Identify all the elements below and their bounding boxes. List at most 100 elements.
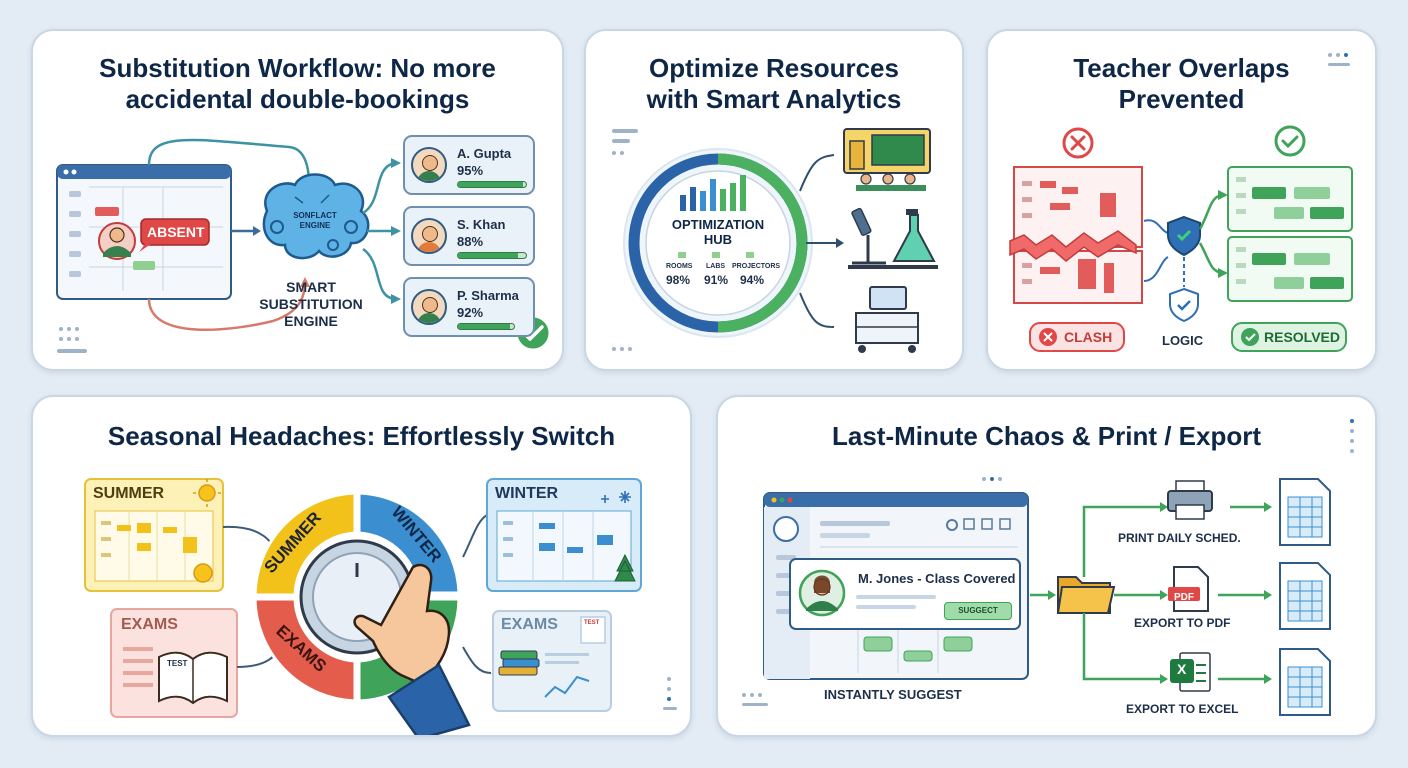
pdf-output-label: EXPORT TO PDF <box>1134 616 1231 630</box>
overlaps-title-line1: Teacher Overlaps <box>1073 53 1290 83</box>
summer-label: SUMMER <box>93 485 165 502</box>
engine-label-line3: ENGINE <box>284 313 338 329</box>
pdf-icon-text: PDF <box>1174 592 1194 603</box>
engine-label-line1: SMART <box>286 279 336 295</box>
logic-label: LOGIC <box>1162 333 1204 348</box>
projector-cart-icon <box>855 286 919 353</box>
summer-schedule-card-icon <box>84 478 224 592</box>
metric-label: PROJECTORS <box>732 263 781 270</box>
sheet-test-label: TEST <box>584 620 600 626</box>
candidate-score: 88% <box>457 234 484 249</box>
candidate-score: 95% <box>457 163 484 178</box>
resolved-schedule-icon <box>1227 166 1353 302</box>
absent-teacher-avatar-icon <box>98 222 136 260</box>
decorative-dots-icon <box>1328 53 1350 66</box>
candidate-score-fill <box>458 253 518 258</box>
print-output-label: PRINT DAILY SCHED. <box>1118 531 1241 545</box>
candidate-name: A. Gupta <box>457 146 512 161</box>
analytics-panel: Optimize Resources with Smart Analytics <box>584 29 964 371</box>
candidate-card[interactable]: S. Khan 88% <box>403 206 535 266</box>
export-panel: Last-Minute Chaos & Print / Export <box>716 395 1377 737</box>
exams-right-label: EXAMS <box>501 616 558 633</box>
seasonal-diagram <box>84 478 677 735</box>
candidate-score-bar <box>457 181 527 188</box>
overlaps-title-line2: Prevented <box>1118 84 1245 114</box>
folder-icon <box>1056 576 1116 614</box>
candidate-score-bar <box>457 323 515 330</box>
metric-value: 94% <box>740 273 765 287</box>
engine-inner-line1: SONFLACT <box>293 211 337 220</box>
excel-file-icon <box>1170 652 1211 692</box>
teacher-avatar-icon <box>798 569 846 617</box>
candidate-score-fill <box>458 324 510 329</box>
substitution-title: Substitution Workflow: No more accidenta… <box>33 53 562 115</box>
overlaps-title: Teacher Overlaps Prevented <box>988 53 1375 115</box>
overlaps-diagram <box>1009 53 1353 352</box>
spreadsheet-file-icon <box>1279 478 1331 546</box>
analytics-title-line1: Optimize Resources <box>649 53 899 83</box>
hand-icon <box>353 563 471 735</box>
engine-label: SMART SUBSTITUTION ENGINE <box>251 279 371 330</box>
decorative-dots-icon <box>663 677 677 710</box>
hub-label: OPTIMIZATION HUB <box>658 217 778 247</box>
suggest-button[interactable]: SUGGECT <box>944 602 1012 620</box>
candidate-name: S. Khan <box>457 217 506 232</box>
teacher-avatar-icon <box>411 147 447 183</box>
decorative-lines-icon <box>612 129 638 351</box>
candidate-card[interactable]: P. Sharma 92% <box>403 277 535 337</box>
book-test-label: TEST <box>167 659 188 668</box>
engine-inner-line2: ENGINE <box>299 221 331 230</box>
absent-label: ABSENT <box>147 224 205 240</box>
clashing-schedule-icon <box>1009 166 1143 304</box>
metric-label: ROOMS <box>666 263 693 270</box>
teacher-avatar-icon <box>411 289 447 325</box>
lab-microscope-icon <box>848 207 938 269</box>
candidate-score: 92% <box>457 305 484 320</box>
winter-label: WINTER <box>495 485 559 502</box>
exams-book-card-icon <box>110 608 238 718</box>
exams-left-label: EXAMS <box>121 616 178 633</box>
spreadsheet-file-icon <box>1279 562 1331 630</box>
metric-value: 98% <box>666 273 691 287</box>
engine-label-line2: SUBSTITUTION <box>259 296 363 312</box>
teacher-avatar-icon <box>411 218 447 254</box>
candidate-name: P. Sharma <box>457 288 519 303</box>
metric-value: 91% <box>704 273 729 287</box>
exams-chart-card-icon <box>492 610 612 712</box>
seasonal-panel: Seasonal Headaches: Effortlessly Switch <box>31 395 692 737</box>
substitution-title-line2: accidental double-bookings <box>125 84 470 114</box>
candidate-score-fill <box>458 182 523 187</box>
success-check-icon <box>1274 125 1306 157</box>
hub-label-line1: OPTIMIZATION <box>671 217 765 232</box>
resolved-pill-icon <box>1231 322 1347 352</box>
candidate-score-bar <box>457 252 527 259</box>
hub-label-line2: HUB <box>703 232 733 247</box>
bar-chart-icon <box>680 175 746 211</box>
analytics-title: Optimize Resources with Smart Analytics <box>586 53 962 115</box>
excel-output-label: EXPORT TO EXCEL <box>1126 702 1239 716</box>
shield-icon <box>1167 215 1201 257</box>
classroom-icon <box>843 128 931 191</box>
clash-label: CLASH <box>1064 329 1113 345</box>
sun-icon <box>193 479 221 507</box>
metric-label: LABS <box>706 263 726 270</box>
instantly-suggest-label: INSTANTLY SUGGEST <box>824 687 962 702</box>
analytics-diagram <box>612 128 938 353</box>
export-title: Last-Minute Chaos & Print / Export <box>831 421 1262 451</box>
analytics-title-line2: with Smart Analytics <box>646 84 902 114</box>
candidate-card[interactable]: A. Gupta 95% <box>403 135 535 195</box>
absent-badge <box>139 218 210 252</box>
export-diagram <box>742 419 1354 716</box>
snowflake-icon <box>601 491 631 503</box>
substitution-workflow-panel: Substitution Workflow: No more accidenta… <box>31 29 564 371</box>
notification-text: M. Jones - Class Covered <box>858 571 1016 586</box>
pdf-file-icon <box>1168 566 1209 612</box>
substitution-diagram <box>56 138 552 353</box>
substitution-title-line1: Substitution Workflow: No more <box>99 53 496 83</box>
decorative-dots-icon <box>742 419 1354 706</box>
clash-pill-icon <box>1029 322 1125 352</box>
resolved-label: RESOLVED <box>1264 329 1340 345</box>
printer-icon <box>1167 480 1213 520</box>
spreadsheet-file-icon <box>1279 648 1331 716</box>
seasonal-title: Seasonal Headaches: Effortlessly Switch <box>107 421 616 451</box>
